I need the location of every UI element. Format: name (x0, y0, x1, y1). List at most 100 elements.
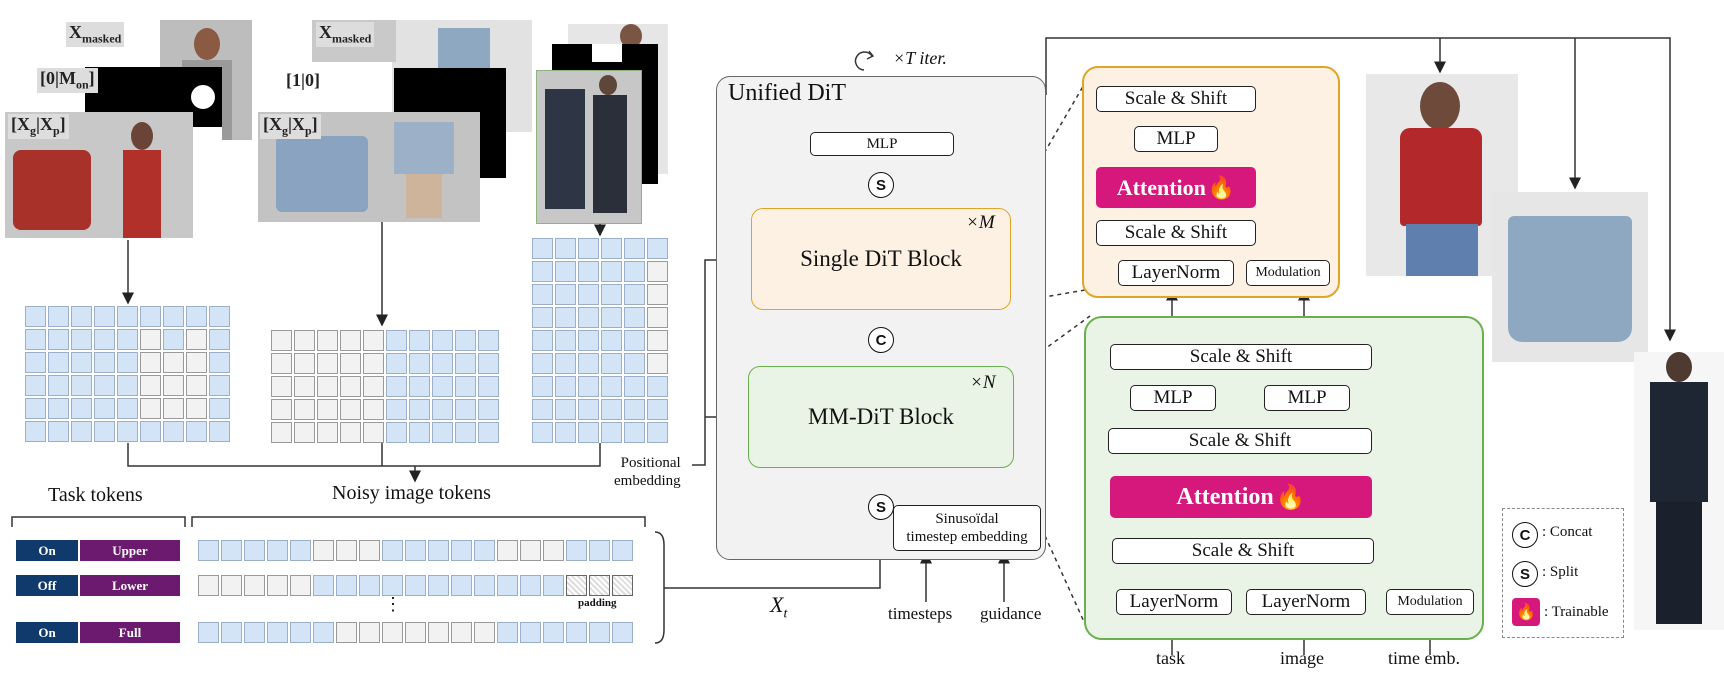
output-full-image (1634, 352, 1724, 630)
token-cell (432, 330, 453, 351)
token-cell (624, 261, 645, 282)
token-cell (455, 330, 476, 351)
token-cell (386, 422, 407, 443)
token-cell (543, 575, 564, 596)
token-cell (578, 284, 599, 305)
token-cell (313, 575, 334, 596)
token-cell (601, 376, 622, 397)
task-type-tag: Lower (80, 575, 180, 596)
concat-symbol: C (868, 327, 894, 353)
token-cell (48, 329, 69, 350)
single-scale-shift-bottom: Scale & Shift (1096, 220, 1256, 246)
token-cell (624, 238, 645, 259)
noisy-token-row-2 (198, 575, 633, 596)
mm-block-multiplier: ×N (970, 372, 996, 393)
token-cell (209, 352, 230, 373)
token-cell (94, 398, 115, 419)
token-cell (578, 399, 599, 420)
token-cell (140, 421, 161, 442)
token-cell (94, 329, 115, 350)
token-cell (117, 329, 138, 350)
token-cell (474, 622, 495, 643)
token-cell (163, 421, 184, 442)
dit-mlp: MLP (810, 132, 954, 156)
token-cell (382, 540, 403, 561)
token-cell (317, 376, 338, 397)
token-cell (455, 376, 476, 397)
mm-scale-shift-1: Scale & Shift (1110, 344, 1372, 370)
timesteps-label: timesteps (888, 604, 953, 623)
token-cell (25, 352, 46, 373)
token-cell (209, 329, 230, 350)
token-cell (578, 353, 599, 374)
token-cell (601, 330, 622, 351)
flame-icon: 🔥 (1512, 598, 1540, 626)
token-cell (474, 575, 495, 596)
token-cell (520, 540, 541, 561)
token-cell (601, 422, 622, 443)
token-cell (624, 284, 645, 305)
token-cell (94, 306, 115, 327)
mask-lower-label: [1|0] (283, 70, 323, 91)
token-cell (409, 330, 430, 351)
single-block-multiplier: ×M (966, 212, 995, 233)
token-cell (117, 375, 138, 396)
token-cell (428, 622, 449, 643)
token-cell (363, 376, 384, 397)
token-cell (478, 376, 499, 397)
token-cell (186, 421, 207, 442)
token-cell (647, 399, 668, 420)
token-cell (186, 306, 207, 327)
token-cell (555, 330, 576, 351)
token-cell (163, 306, 184, 327)
mm-layernorm-right: LayerNorm (1246, 589, 1366, 615)
mm-modulation: Modulation (1386, 589, 1474, 615)
token-cell (198, 622, 219, 643)
token-cell (647, 284, 668, 305)
token-cell (428, 540, 449, 561)
token-cell (405, 622, 426, 643)
token-cell (340, 399, 361, 420)
token-cell (163, 375, 184, 396)
token-cell (294, 330, 315, 351)
token-cell (25, 375, 46, 396)
noisy-garment-person-image-lower (258, 112, 480, 222)
legend-split-label: : Split (1542, 564, 1579, 580)
input-task-label: task (1156, 648, 1185, 668)
token-cell (363, 353, 384, 374)
token-cell (117, 421, 138, 442)
token-cell (624, 353, 645, 374)
padding-label: padding (578, 597, 617, 609)
single-layernorm: LayerNorm (1118, 260, 1234, 286)
token-cell (520, 575, 541, 596)
token-cell (589, 622, 610, 643)
token-cell (71, 306, 92, 327)
token-cell (294, 422, 315, 443)
split-symbol-bottom: S (868, 494, 894, 520)
token-cell (647, 353, 668, 374)
token-cell (624, 422, 645, 443)
x-masked-label-upper: Xmasked (66, 22, 125, 47)
legend-concat-label: : Concat (1542, 524, 1593, 540)
token-cell (209, 421, 230, 442)
token-cell (578, 330, 599, 351)
token-cell (601, 238, 622, 259)
token-cell (555, 307, 576, 328)
token-cell (451, 540, 472, 561)
token-cell (520, 622, 541, 643)
token-cell (612, 622, 633, 643)
token-cell (555, 376, 576, 397)
token-cell (359, 540, 380, 561)
token-cell (25, 398, 46, 419)
x-masked-label-lower: Xmasked (316, 22, 375, 47)
token-cell (532, 238, 553, 259)
token-cell (478, 422, 499, 443)
token-cell (336, 575, 357, 596)
token-cell (186, 329, 207, 350)
legend-trainable-label: : Trainable (1544, 604, 1609, 620)
token-cell (543, 622, 564, 643)
token-cell (432, 422, 453, 443)
token-cell (271, 353, 292, 374)
garment-person-label-upper: [Xg|Xp] (8, 114, 69, 139)
noisy-token-row-3 (198, 622, 633, 643)
